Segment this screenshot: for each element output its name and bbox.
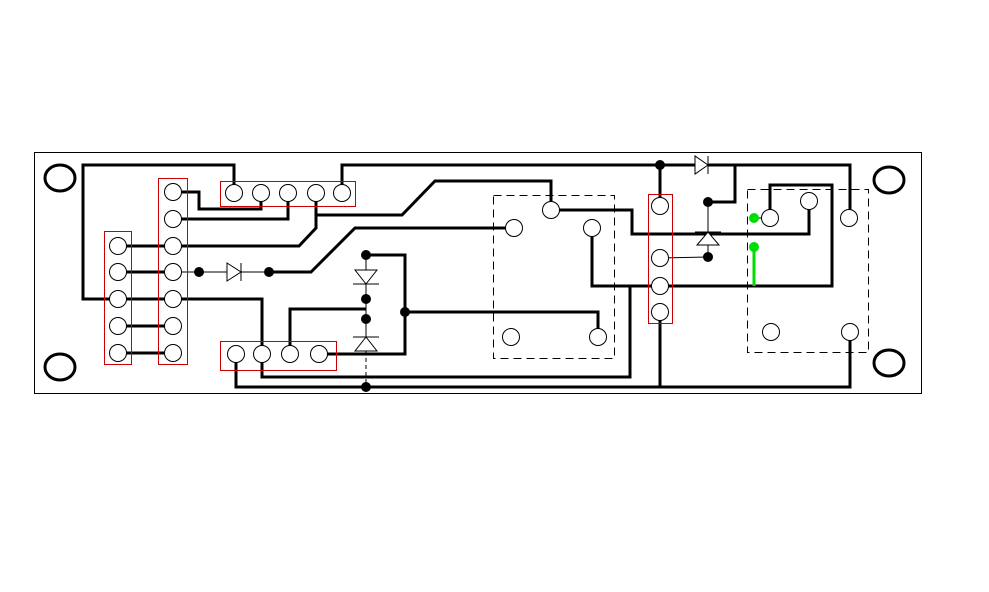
header-top-pad xyxy=(333,184,351,202)
connector-j2-pad xyxy=(164,344,182,362)
relay-1-outline xyxy=(493,195,615,359)
header-bottom-outline xyxy=(220,341,337,371)
header-top-outline xyxy=(220,181,356,207)
connector-j3-pad xyxy=(651,277,669,295)
header-top-pad xyxy=(252,184,270,202)
header-bottom-pad xyxy=(310,345,328,363)
connector-j2-pad xyxy=(164,290,182,308)
relay-2-pin xyxy=(840,209,858,227)
junctions xyxy=(194,160,759,392)
traces xyxy=(81,163,852,389)
relay-1-pin xyxy=(583,219,601,237)
trace xyxy=(288,307,366,354)
header-top-pad xyxy=(279,184,297,202)
highlight-junction-dot xyxy=(749,242,759,252)
connector-j2-pad xyxy=(164,263,182,281)
mounting-holes xyxy=(43,163,906,382)
trace xyxy=(234,354,660,389)
mounting-hole xyxy=(872,165,906,195)
diode-d2-icon xyxy=(694,155,709,175)
relay-2-outline xyxy=(747,189,869,353)
connector-j2-pad xyxy=(164,183,182,201)
junction-dot xyxy=(703,197,713,207)
connector-j3-pad xyxy=(651,197,669,215)
connector-j1-pad xyxy=(109,344,127,362)
trace xyxy=(269,226,514,274)
connector-j2-pad xyxy=(164,210,182,228)
connector-j3-outline xyxy=(648,194,673,324)
connector-j1-outline xyxy=(104,231,132,365)
relay-2-pin xyxy=(762,323,780,341)
junction-dot xyxy=(361,382,371,392)
connector-j1-pad xyxy=(109,290,127,308)
connector-j2-pad xyxy=(164,317,182,335)
trace xyxy=(319,253,407,356)
header-bottom-pad xyxy=(227,345,245,363)
connector-j2-pad xyxy=(164,237,182,255)
relay-2-pin xyxy=(841,323,859,341)
junction-dot xyxy=(655,160,665,170)
trace xyxy=(658,312,852,389)
relay-1-pin xyxy=(542,201,560,219)
trace xyxy=(590,183,834,288)
connector-j1-pad xyxy=(109,317,127,335)
trace xyxy=(316,179,553,217)
header-bottom-pad xyxy=(253,345,271,363)
trace xyxy=(340,163,695,193)
relay-2-pin xyxy=(761,209,779,227)
relay-2-pin xyxy=(800,192,818,210)
pads xyxy=(109,183,859,363)
relay-1-pin xyxy=(589,328,607,346)
header-top-pad xyxy=(225,184,243,202)
diode-d3-icon xyxy=(695,231,721,246)
trace xyxy=(173,190,263,211)
connector-j3-pad xyxy=(651,303,669,321)
junction-dot xyxy=(703,252,713,262)
connector-j3-pad xyxy=(651,249,669,267)
diode-d5-icon xyxy=(353,336,379,352)
connector-j2-outline xyxy=(158,178,188,365)
diode-d1-icon xyxy=(226,262,242,282)
component-outlines xyxy=(104,178,869,371)
relay-1-pin xyxy=(505,219,523,237)
junction-dot xyxy=(194,267,204,277)
trace-gnd-loop xyxy=(81,163,236,301)
connector-j1-pad xyxy=(109,237,127,255)
trace xyxy=(708,163,852,218)
junction-dot xyxy=(361,314,371,324)
junction-dot xyxy=(400,307,410,317)
trace xyxy=(260,286,632,379)
mounting-hole xyxy=(43,163,77,193)
relay-1-pin xyxy=(502,328,520,346)
junction-dot xyxy=(361,250,371,260)
connector-j1-pad xyxy=(109,263,127,281)
highlight-junction-dot xyxy=(749,213,759,223)
trace xyxy=(551,201,811,236)
junction-dot xyxy=(264,267,274,277)
diodes xyxy=(226,155,721,352)
header-top-pad xyxy=(307,184,325,202)
header-bottom-pad xyxy=(281,345,299,363)
diode-d4-icon xyxy=(353,269,379,285)
mounting-hole xyxy=(872,348,906,378)
mounting-hole xyxy=(43,352,77,382)
junction-dot xyxy=(361,294,371,304)
trace xyxy=(708,165,737,204)
